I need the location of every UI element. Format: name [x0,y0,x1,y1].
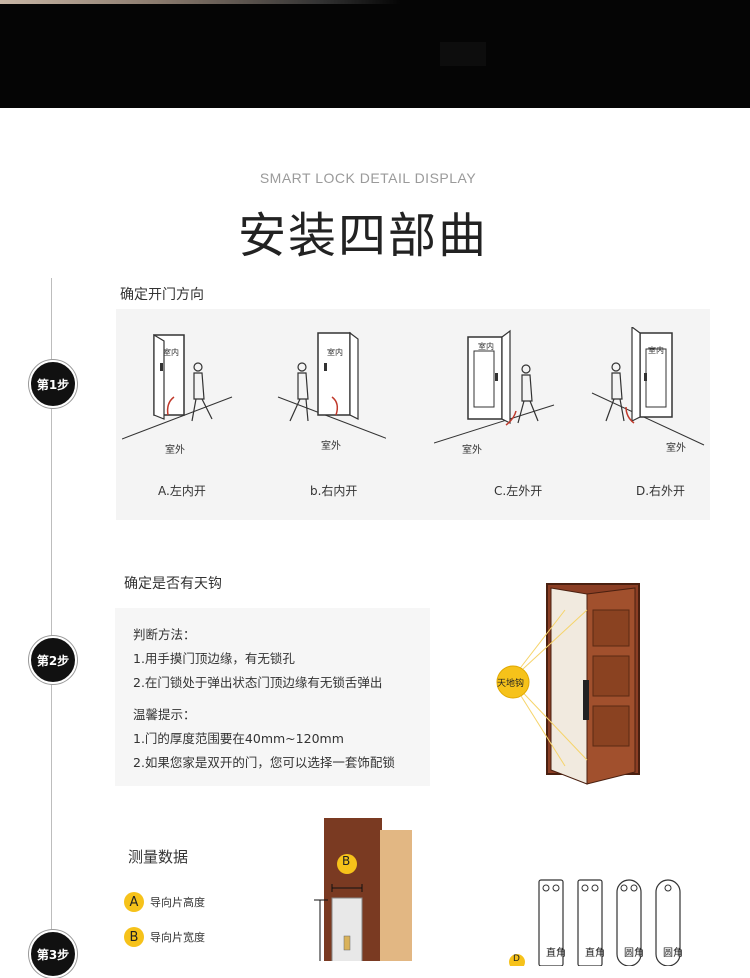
step-3-badge: 第3步 [29,930,77,978]
indoor-label: 室内 [648,346,664,355]
outdoor-label: 室外 [666,443,686,454]
indoor-label: 室内 [163,348,179,357]
outdoor-label: 室外 [165,445,185,456]
measure-item-a: A 导向片高度 [124,892,205,912]
method-2: 2.在门锁处于弹出状态门顶边缘有无锁舌弹出 [133,675,383,690]
outdoor-label: 室外 [462,445,482,456]
section-subtitle: SMART LOCK DETAIL DISPLAY [259,170,477,186]
strike-letter-d: D [513,954,520,964]
step-1-title: 确定开门方向 [120,287,204,303]
step-1-badge: 第1步 [29,360,77,408]
tip-title: 温馨提示： [133,707,196,722]
letter-a-badge: A [124,892,144,912]
door-edge-illustration: B [300,816,420,965]
hook-label: 天地钩 [497,679,525,689]
figure-left-inward: 室内 室外 [121,327,242,461]
figure-c-label: C.左外开 [494,484,543,498]
timeline-line [51,278,52,961]
page-title: 安装四部曲 [237,208,488,264]
measure-a-text: 导向片高度 [150,896,205,909]
outdoor-label: 室外 [321,441,341,452]
letter-b-badge: B [124,927,144,947]
figure-right-inward: 室内 室外 [266,327,389,461]
measure-item-b: B 导向片宽度 [124,927,205,947]
strike-plates: 直角 直角 圆角 圆角 D [505,876,705,970]
strike-label-3: 圆角 [624,948,644,959]
strike-label-1: 直角 [546,948,566,959]
step-2-title: 确定是否有天钩 [124,576,222,592]
tip-2: 2.如果您家是双开的门，您可以选择一套饰配锁 [133,755,395,770]
strike-label-4: 圆角 [663,948,683,959]
figure-a-label: A.左内开 [158,484,206,498]
figure-right-outward: 室内 室外 [588,325,708,461]
figure-d-label: D.右外开 [636,484,686,498]
door-hook-illustration: 天地钩 [495,580,645,794]
strike-label-2: 直角 [585,948,605,959]
figure-left-outward: 室内 室外 [433,327,564,461]
banner-shadow [440,42,486,66]
tip-1: 1.门的厚度范围要在40mm~120mm [133,731,344,746]
indoor-label: 室内 [478,342,494,351]
step-2-badge: 第2步 [29,636,77,684]
hook-check-panel: 判断方法： 1.用手摸门顶边缘，有无锁孔 2.在门锁处于弹出状态门顶边缘有无锁舌… [115,608,430,786]
banner-product-edge [0,0,400,4]
door-letter-b: B [342,854,351,868]
indoor-label: 室内 [327,348,343,357]
method-title: 判断方法： [133,627,196,642]
method-1: 1.用手摸门顶边缘，有无锁孔 [133,651,295,666]
step-3-title: 测量数据 [128,848,189,866]
measure-b-text: 导向片宽度 [150,931,205,944]
door-direction-panel: 室内 室外 A.左内开 室内 室外 b.右内开 [116,309,710,520]
top-banner [0,0,750,108]
figure-b-label: b.右内开 [310,484,358,498]
